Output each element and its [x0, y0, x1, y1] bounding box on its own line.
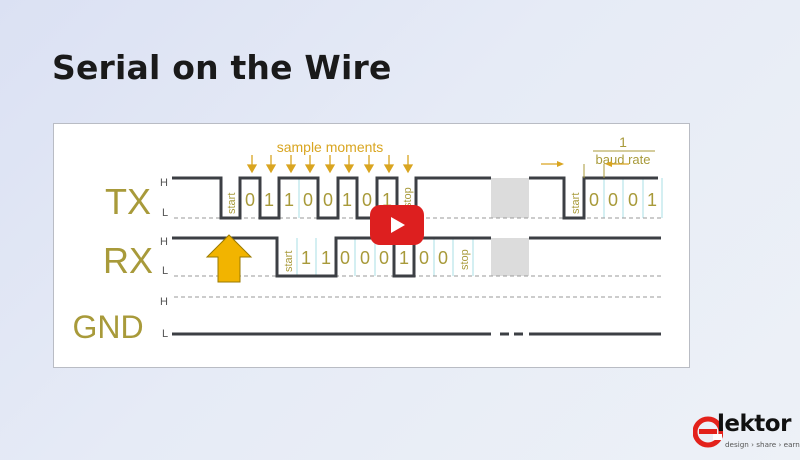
gnd-high-marker: H [160, 296, 168, 308]
tx-bit-start: start [226, 193, 238, 214]
video-play-button[interactable] [370, 205, 424, 245]
rx-waveform [172, 236, 661, 278]
logo-tagline: design › share › earn [725, 440, 800, 449]
sample-arrow [383, 164, 395, 174]
tx-low-marker: L [162, 207, 168, 219]
level-markers: H L H L H L [160, 177, 168, 340]
tx-bit-5: 0 [323, 190, 333, 210]
rx-bit-labels: start 1 1 0 0 0 1 0 0 stop [283, 248, 471, 272]
baud-period-marker: 1 baud rate [541, 134, 655, 178]
tx-waveform [172, 176, 658, 220]
tx-bit-6: 1 [342, 190, 352, 210]
tx-bit-3: 1 [284, 190, 294, 210]
up-arrow-icon [205, 234, 253, 283]
gnd-signal-name: GND [72, 309, 143, 345]
rx-low-marker: L [162, 265, 168, 277]
tx-bit-stop: stop [402, 187, 414, 208]
rx-signal-name: RX [103, 240, 153, 281]
elektor-logo: lektor design › share › earn [693, 411, 800, 458]
baud-fraction-top: 1 [619, 134, 627, 150]
rx-high-marker: H [160, 236, 168, 248]
rx-bit-8: 0 [438, 248, 448, 268]
play-icon [370, 205, 424, 245]
tx2-bit-1: 0 [589, 190, 599, 210]
time-gap-tx [491, 178, 529, 218]
sample-arrow [363, 164, 375, 174]
sample-arrow [246, 164, 258, 174]
tx2-bit-3: 0 [628, 190, 638, 210]
tx-bit-7: 0 [362, 190, 372, 210]
rx-bit-start: start [283, 251, 295, 272]
tx-bit-1: 0 [245, 190, 255, 210]
tx-bit-2: 1 [264, 190, 274, 210]
gnd-low-marker: L [162, 328, 168, 340]
rx-bit-6: 1 [399, 248, 409, 268]
tx-bit-labels: start 0 1 1 0 0 1 0 1 stop start 0 0 0 1 [226, 187, 657, 214]
slide-title: Serial on the Wire [52, 48, 392, 87]
sample-arrows [246, 155, 414, 174]
rx-bit-7: 0 [419, 248, 429, 268]
rx-bit-2: 1 [321, 248, 331, 268]
rx-bit-4: 0 [360, 248, 370, 268]
sample-arrow [402, 164, 414, 174]
rx-bit-5: 0 [379, 248, 389, 268]
diagram-panel: TX RX GND H L H L H L start 0 1 [53, 123, 690, 368]
time-gap-rx [491, 238, 529, 276]
tx-signal-name: TX [105, 181, 151, 222]
sample-arrow [265, 164, 277, 174]
rx-bit-1: 1 [301, 248, 311, 268]
tx2-bit-4: 1 [647, 190, 657, 210]
tx2-bit-2: 0 [608, 190, 618, 210]
sample-arrow [343, 164, 355, 174]
tx-high-marker: H [160, 177, 168, 189]
elektor-e-icon [693, 416, 723, 448]
sample-arrow [324, 164, 336, 174]
serial-timing-diagram: TX RX GND H L H L H L start 0 1 [72, 134, 663, 345]
rx-bit-3: 0 [340, 248, 350, 268]
tx-bit-4: 0 [303, 190, 313, 210]
sample-moments-label: sample moments [277, 139, 384, 155]
logo-wordmark: lektor [717, 411, 791, 437]
sample-arrow [304, 164, 316, 174]
sample-arrow [285, 164, 297, 174]
tx-bit-8: 1 [382, 190, 392, 210]
tx2-bit-start: start [570, 193, 582, 214]
rx-bit-stop: stop [459, 249, 471, 270]
